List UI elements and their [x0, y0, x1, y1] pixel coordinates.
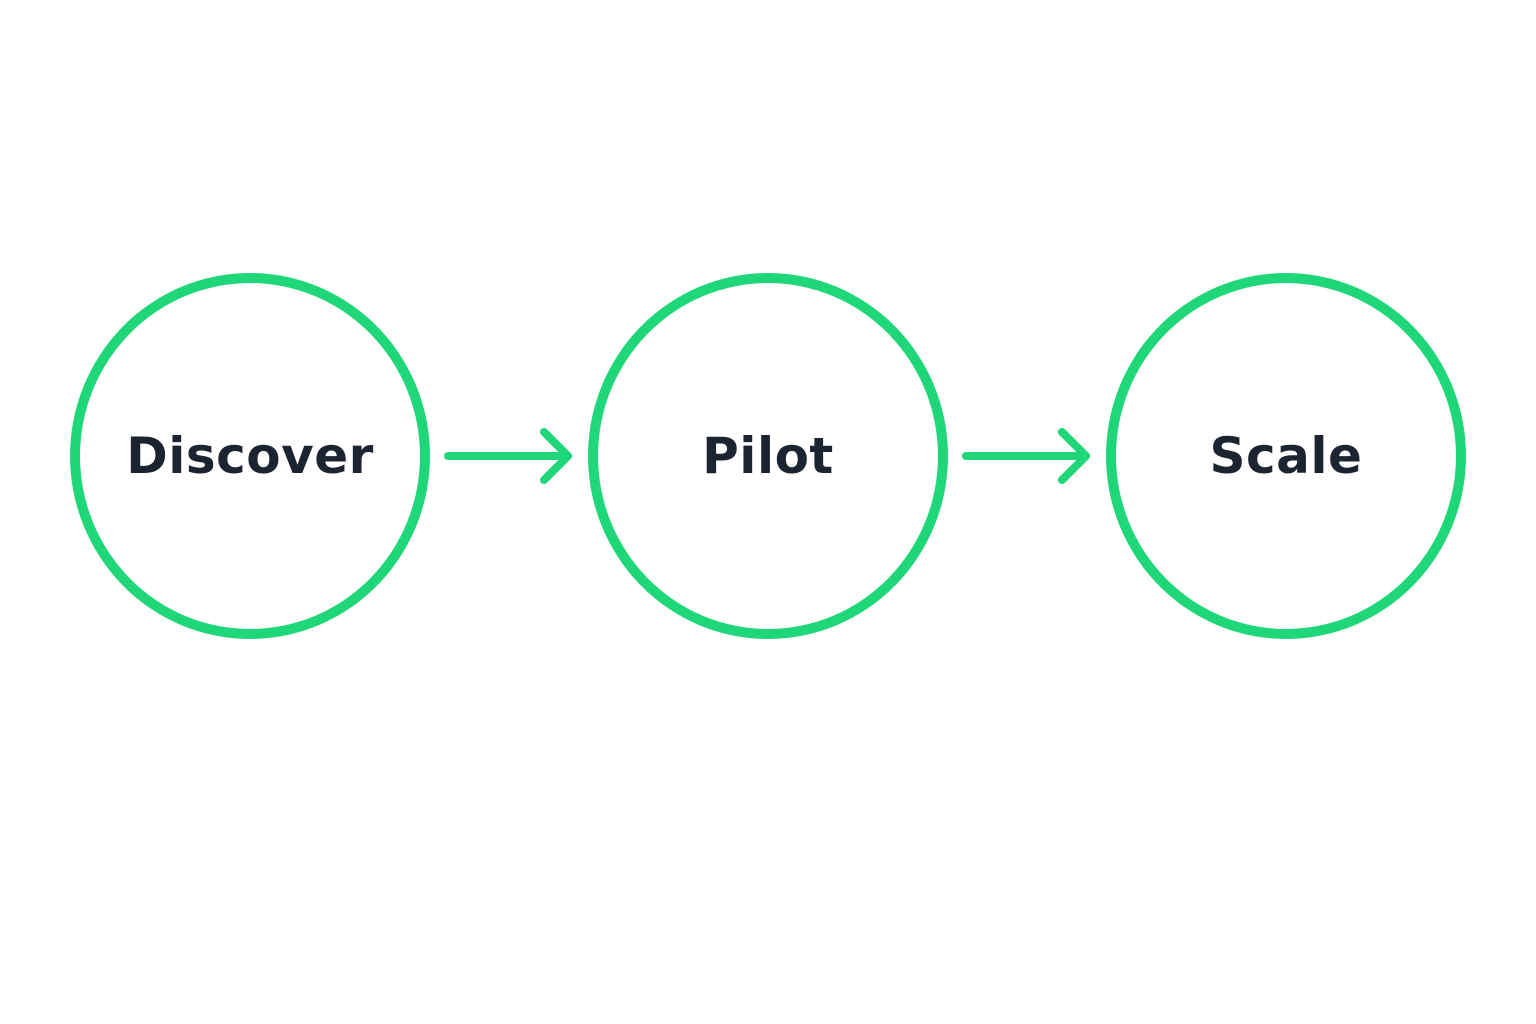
- stage-label-pilot: Pilot: [702, 427, 834, 485]
- stage-label-scale: Scale: [1209, 427, 1363, 485]
- stage-discover: Discover: [70, 273, 430, 639]
- stage-pilot: Pilot: [588, 273, 948, 639]
- arrow-right-icon: [444, 428, 572, 484]
- stage-label-discover: Discover: [126, 427, 374, 485]
- stage-scale: Scale: [1106, 273, 1466, 639]
- arrow-right-icon: [962, 428, 1090, 484]
